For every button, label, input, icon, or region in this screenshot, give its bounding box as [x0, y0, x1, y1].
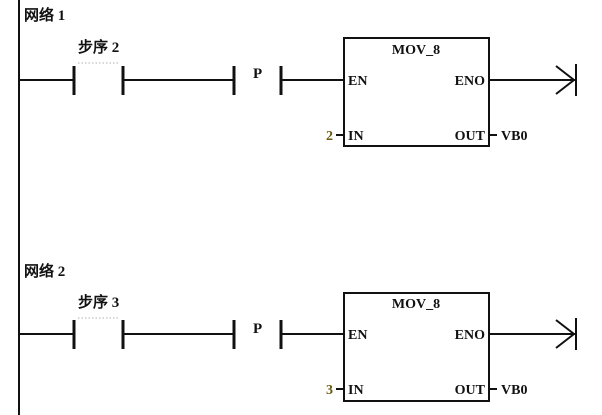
block-name: MOV_8 [392, 297, 440, 312]
out-pin: OUT [455, 129, 486, 144]
in-value: 2 [326, 129, 333, 144]
eno-pin: ENO [455, 74, 485, 89]
out-pin: OUT [455, 383, 486, 398]
network-title: 网络 2 [24, 262, 65, 280]
output-arrow-icon [555, 319, 576, 349]
network-title: 网络 1 [24, 6, 65, 24]
edge-label: P [253, 321, 262, 337]
eno-pin: ENO [455, 328, 485, 343]
mov-block [343, 37, 490, 147]
edge-label: P [253, 66, 262, 82]
network-2: 网络 2 步序 3 P MOV_8 EN ENO IN OUT 3 VB0 [19, 262, 577, 402]
in-pin: IN [348, 129, 364, 144]
mov-block [343, 292, 490, 402]
en-pin: EN [348, 74, 367, 89]
contact-label: 步序 3 [78, 293, 119, 311]
output-arrow-icon [555, 65, 576, 95]
block-name: MOV_8 [392, 43, 440, 58]
out-value: VB0 [501, 383, 527, 398]
contact-label: 步序 2 [78, 38, 119, 56]
in-value: 3 [326, 383, 333, 398]
in-pin: IN [348, 383, 364, 398]
out-value: VB0 [501, 129, 527, 144]
network-1: 网络 1 步序 2 P MOV_8 EN ENO IN OUT 2 VB0 [19, 6, 577, 147]
en-pin: EN [348, 328, 367, 343]
